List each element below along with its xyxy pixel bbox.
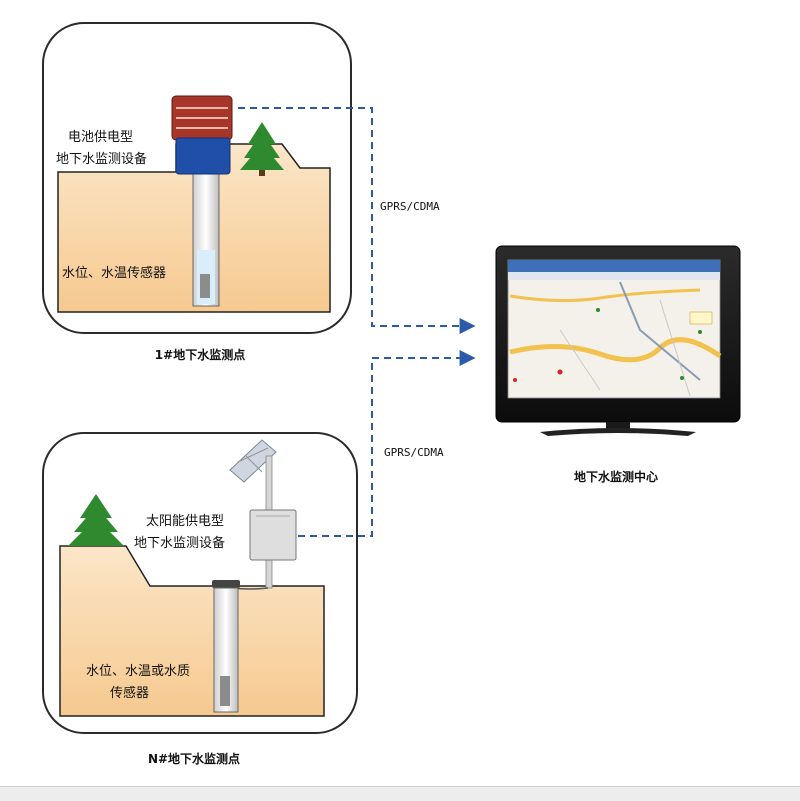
tree-icon [240, 122, 284, 176]
link2-label: GPRS/CDMA [384, 446, 444, 459]
station1-sensor-label: 水位、水温传感器 [62, 266, 167, 281]
link2-line [298, 350, 476, 537]
stationN-sensor-label-line2: 传感器 [110, 686, 150, 701]
monitor-icon [495, 245, 741, 436]
station1-device-label-line1: 电池供电型 [68, 130, 134, 145]
monitoring-center-caption: 地下水监测中心 [573, 470, 658, 484]
tree-icon [68, 494, 124, 546]
stationN-device-label-line1: 太阳能供电型 [146, 514, 225, 529]
link1-line [238, 107, 476, 334]
station1-caption: 1#地下水监测点 [154, 348, 246, 362]
station1-device-label-line2: 地下水监测设备 [56, 152, 148, 167]
stationN-well-pipe [212, 580, 240, 713]
solar-monitor-device-box [249, 509, 297, 561]
stationN-caption: N#地下水监测点 [147, 752, 241, 766]
station1-well-pipe [192, 171, 220, 307]
stationN-device-label-line2: 地下水监测设备 [134, 536, 226, 551]
stationN-sensor-label-line1: 水位、水温或水质 [86, 664, 191, 679]
bottom-bar [0, 786, 800, 801]
stationN-soil [59, 545, 325, 717]
link1-label: GPRS/CDMA [380, 200, 440, 213]
battery-monitor-device-icon [171, 95, 233, 175]
